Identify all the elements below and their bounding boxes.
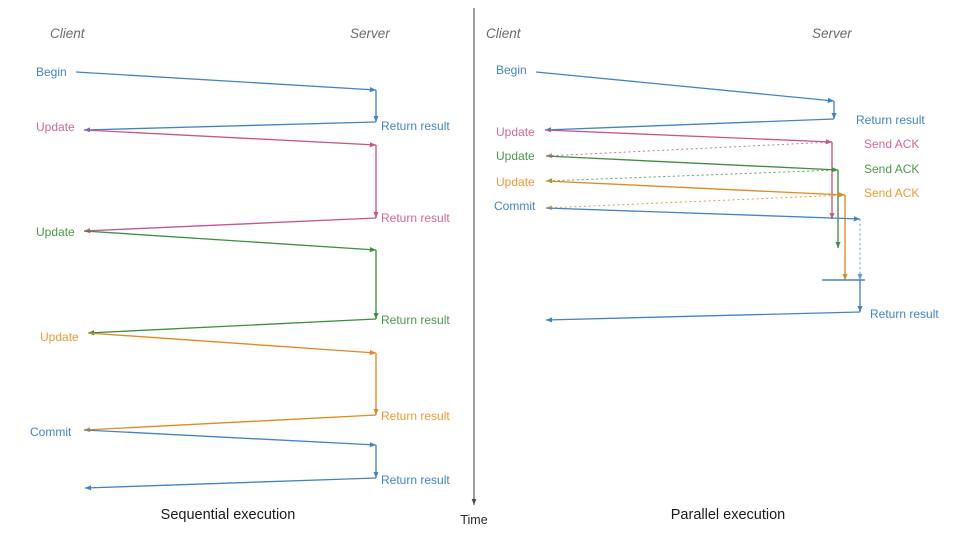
server-label-parallel-4: Return result — [870, 307, 939, 321]
message-commit-request — [545, 207, 861, 222]
client-label-sequential-1: Update — [36, 120, 75, 134]
message-update2-ack — [545, 169, 839, 184]
message-update3-ack — [545, 194, 846, 211]
time-axis-label: Time — [460, 513, 487, 527]
message-update1-request — [83, 129, 377, 148]
panel-caption-parallel: Parallel execution — [671, 507, 785, 523]
client-label-parallel-2: Update — [496, 149, 535, 163]
message-update2-response — [87, 318, 377, 336]
message-commit-request — [83, 429, 377, 448]
message-update3-request — [87, 332, 377, 356]
client-lane-label: Client — [50, 26, 86, 41]
client-lane-label: Client — [486, 26, 522, 41]
message-commit-response — [84, 477, 377, 491]
server-label-parallel-2: Send ACK — [864, 162, 919, 176]
message-update1-request — [544, 129, 833, 145]
message-update3-response — [83, 414, 377, 433]
server-label-sequential-3: Return result — [381, 409, 450, 423]
client-label-sequential-4: Commit — [30, 425, 72, 439]
message-update1-ack — [545, 141, 833, 159]
server-label-sequential-2: Return result — [381, 313, 450, 327]
client-label-sequential-3: Update — [40, 330, 79, 344]
client-label-parallel-3: Update — [496, 175, 535, 189]
client-label-sequential-0: Begin — [36, 65, 67, 79]
server-lane-label: Server — [812, 26, 852, 41]
server-label-parallel-1: Send ACK — [864, 137, 919, 151]
message-update1-response — [83, 217, 377, 234]
server-label-sequential-1: Return result — [381, 211, 450, 225]
messages-group — [535, 71, 865, 323]
client-label-parallel-1: Update — [496, 125, 535, 139]
client-label-sequential-2: Update — [36, 225, 75, 239]
message-update3-request — [545, 180, 846, 198]
time-axis: Time — [460, 8, 488, 527]
client-label-parallel-4: Commit — [494, 199, 536, 213]
client-label-parallel-0: Begin — [496, 63, 527, 77]
message-begin-response — [83, 121, 377, 133]
server-label-sequential-0: Return result — [381, 119, 450, 133]
message-update2-request — [545, 155, 839, 173]
server-label-parallel-0: Return result — [856, 113, 925, 127]
message-commit-response — [545, 311, 861, 323]
server-lane-label: Server — [350, 26, 390, 41]
message-begin-request — [535, 71, 835, 103]
message-begin-response — [544, 118, 835, 133]
messages-group — [75, 71, 379, 491]
server-label-parallel-3: Send ACK — [864, 186, 919, 200]
message-update2-request — [83, 230, 377, 253]
message-begin-request — [75, 71, 377, 93]
panel-caption-sequential: Sequential execution — [161, 507, 296, 523]
server-label-sequential-4: Return result — [381, 473, 450, 487]
